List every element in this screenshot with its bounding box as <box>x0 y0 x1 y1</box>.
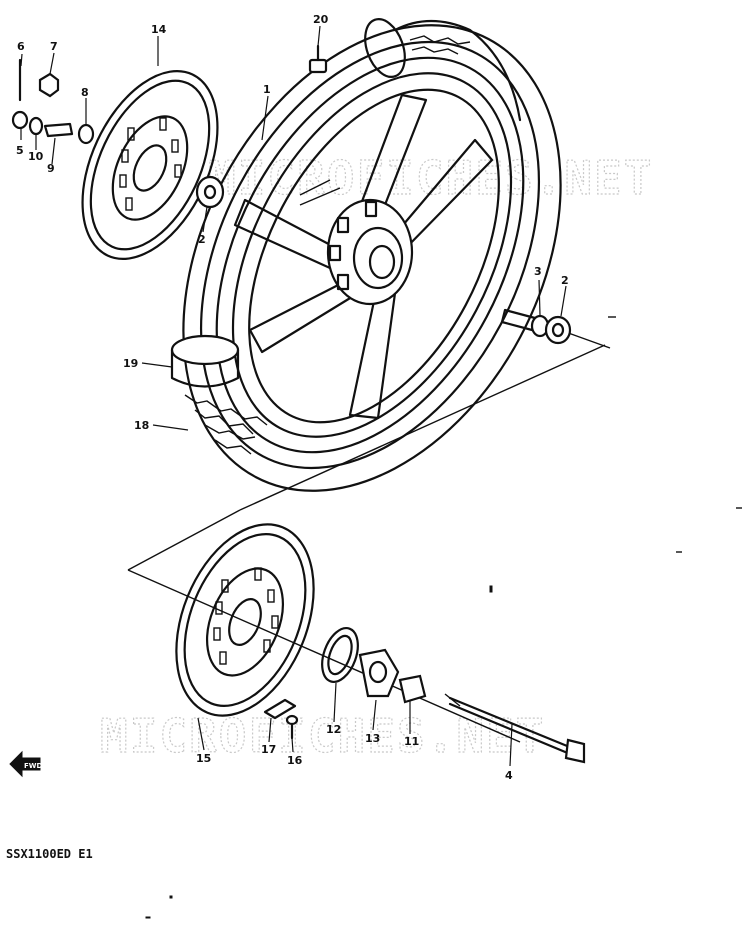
tube-section <box>170 334 240 388</box>
valve-icon <box>308 44 328 74</box>
forward-arrow-icon: FWD <box>9 750 43 778</box>
axle <box>444 693 586 764</box>
callout-16: 16 <box>287 754 303 767</box>
forward-arrow-label: FWD <box>24 762 43 770</box>
brake-disc-upper <box>81 70 219 260</box>
callout-9: 9 <box>47 162 55 175</box>
brake-disc-lower <box>175 523 315 717</box>
tire-tread <box>184 20 522 455</box>
callout-18: 18 <box>134 419 149 432</box>
callout-13: 13 <box>365 732 380 745</box>
callout-19: 19 <box>123 357 138 370</box>
callout-14: 14 <box>151 23 167 36</box>
bearing-right <box>500 308 572 345</box>
wheel-rim <box>182 24 562 492</box>
callout-labels: 1 2 2 3 4 5 6 7 8 9 10 11 12 13 14 15 16… <box>16 13 569 782</box>
callout-3: 3 <box>534 265 542 278</box>
explosion-guide-lines <box>127 316 742 743</box>
callout-2-right: 2 <box>561 274 569 287</box>
callout-10: 10 <box>28 150 44 163</box>
model-code: SSX1100ED E1 <box>6 847 93 861</box>
callout-6: 6 <box>17 40 25 53</box>
callout-20: 20 <box>313 13 329 26</box>
callout-7: 7 <box>50 40 58 53</box>
callout-1: 1 <box>263 83 271 96</box>
callout-12: 12 <box>326 723 341 736</box>
callout-15: 15 <box>196 752 211 765</box>
leader-lines <box>20 25 567 767</box>
callout-5: 5 <box>16 144 24 157</box>
scan-specks <box>145 585 493 919</box>
callout-2-upper: 2 <box>198 233 206 246</box>
callout-4: 4 <box>505 769 513 782</box>
callout-11: 11 <box>404 735 419 748</box>
spacer-upper <box>195 175 225 209</box>
tube-loop <box>364 18 406 78</box>
callout-17: 17 <box>261 743 276 756</box>
meter-gear-parts <box>321 627 427 704</box>
callout-8: 8 <box>81 86 89 99</box>
wheel-hub <box>326 198 414 306</box>
watermark-bottom: MICROFICHES.NET <box>100 709 545 763</box>
lock-washer-and-bolt <box>263 698 299 740</box>
disc-bolt-set <box>11 58 95 145</box>
